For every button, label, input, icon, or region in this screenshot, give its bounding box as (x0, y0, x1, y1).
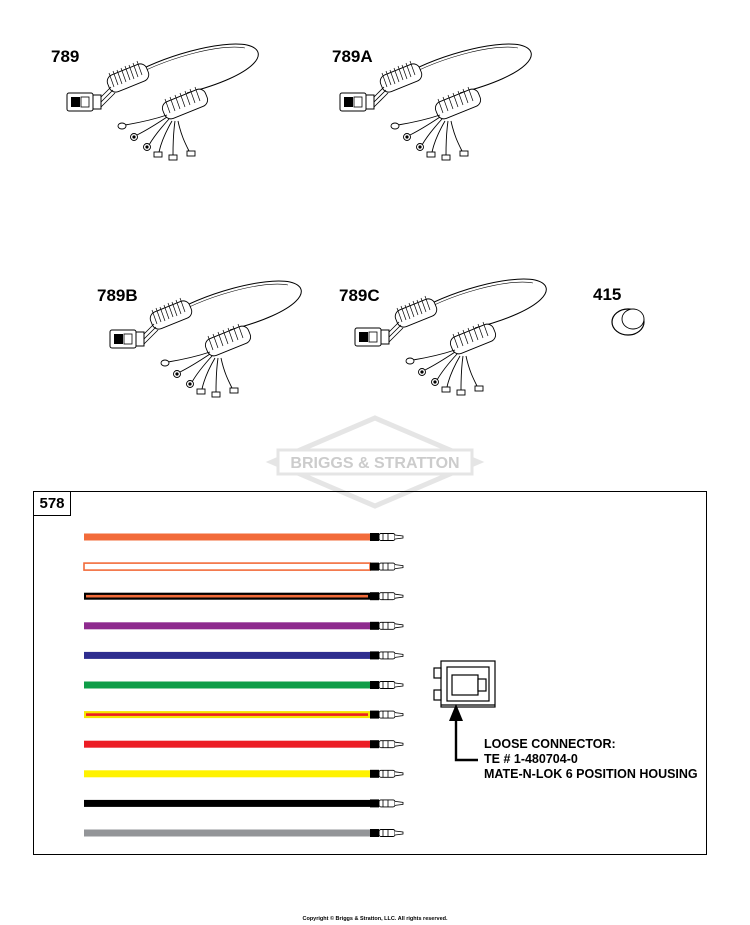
part-label-415: 415 (593, 285, 622, 304)
connector-note-line2: TE # 1-480704-0 (484, 752, 578, 766)
wire-yellow-red (84, 710, 404, 720)
part-label-578: 578 (33, 491, 71, 516)
wire-orange (84, 532, 404, 542)
watermark-logo (265, 415, 485, 509)
connector-note: LOOSE CONNECTOR: TE # 1-480704-0 MATE-N-… (484, 737, 698, 782)
connector-note-line1: LOOSE CONNECTOR: (484, 737, 616, 751)
wire-green (84, 680, 404, 690)
wire-purple (84, 621, 404, 631)
wire-set (83, 532, 404, 838)
wire-red (84, 739, 404, 749)
wire-gray (84, 828, 404, 838)
wire-black (84, 798, 404, 808)
harness-789-drawing (66, 43, 259, 161)
harness-789b-drawing (109, 280, 302, 398)
wire-black-orange (84, 591, 404, 601)
harness-789a-drawing (339, 43, 532, 161)
copyright-text: Copyright © Briggs & Stratton, LLC. All … (302, 916, 448, 922)
watermark-text: BRIGGS & STRATTON (290, 455, 459, 472)
loose-connector-drawing (433, 660, 496, 708)
harness-789c-drawing (354, 278, 547, 396)
connector-note-line3: MATE-N-LOK 6 POSITION HOUSING (484, 767, 698, 781)
part-label-789a: 789A (332, 47, 373, 66)
wire-yellow (84, 769, 404, 779)
wire-kit-box (33, 491, 707, 855)
clamp-415-drawing (611, 308, 645, 336)
wire-blue (84, 650, 404, 660)
part-label-789c: 789C (339, 286, 380, 305)
part-label-789: 789 (51, 47, 80, 66)
connector-arrow (449, 704, 478, 762)
wire-orange-outline (83, 562, 404, 572)
part-label-789b: 789B (97, 286, 138, 305)
